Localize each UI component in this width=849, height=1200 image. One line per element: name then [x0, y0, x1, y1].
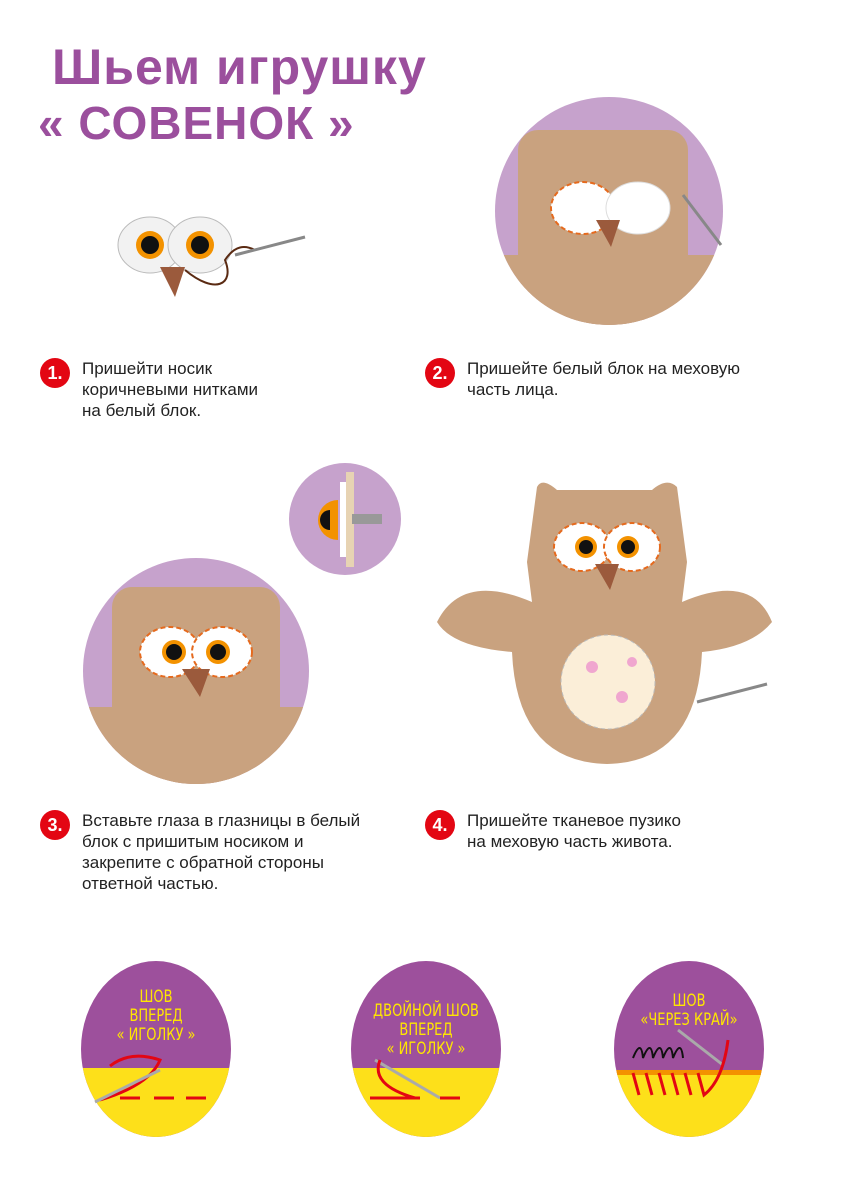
step-3: 3. Вставьте глаза в глазницы в белый бло…: [40, 810, 360, 894]
stitch-overcast: ШОВ «ЧЕРЕЗ КРАЙ»: [613, 960, 765, 1138]
eye-insert-circle: [289, 463, 401, 575]
title-line-1: Шьем игрушку: [52, 39, 427, 95]
owl-body-illustration: [437, 482, 772, 764]
owl-face-with-eyes-circle: [83, 558, 309, 784]
step-number-badge: 3.: [40, 810, 70, 840]
stitch-running: ШОВ ВПЕРЕД « ИГОЛКУ »: [80, 960, 232, 1138]
stitch-label: ДВОЙНОЙ ШОВ ВПЕРЕД « ИГОЛКУ »: [373, 1001, 479, 1059]
stitch-label: ШОВ ВПЕРЕД « ИГОЛКУ »: [116, 987, 196, 1045]
step-number-badge: 1.: [40, 358, 70, 388]
step-1: 1. Пришейти носик коричневыми нитками на…: [40, 358, 258, 421]
step-4: 4. Пришейте тканевое пузико на меховую ч…: [425, 810, 681, 852]
eye-block-illustration: [117, 216, 306, 297]
step-text: Пришейти носик коричневыми нитками на бе…: [82, 359, 259, 420]
step-text: Вставьте глаза в глазницы в белый блок с…: [82, 811, 361, 893]
title-line-2: « СОВЕНОК »: [38, 97, 355, 149]
step-text: Пришейте белый блок на меховую часть лиц…: [467, 359, 741, 399]
step-number-badge: 4.: [425, 810, 455, 840]
step-2: 2. Пришейте белый блок на меховую часть …: [425, 358, 740, 400]
stitch-label: ШОВ «ЧЕРЕЗ КРАЙ»: [640, 991, 738, 1030]
step-text: Пришейте тканевое пузико на меховую част…: [467, 811, 681, 851]
fur-face-circle: [495, 97, 723, 325]
step-number-badge: 2.: [425, 358, 455, 388]
stitch-double-running: ДВОЙНОЙ ШОВ ВПЕРЕД « ИГОЛКУ »: [350, 960, 502, 1138]
